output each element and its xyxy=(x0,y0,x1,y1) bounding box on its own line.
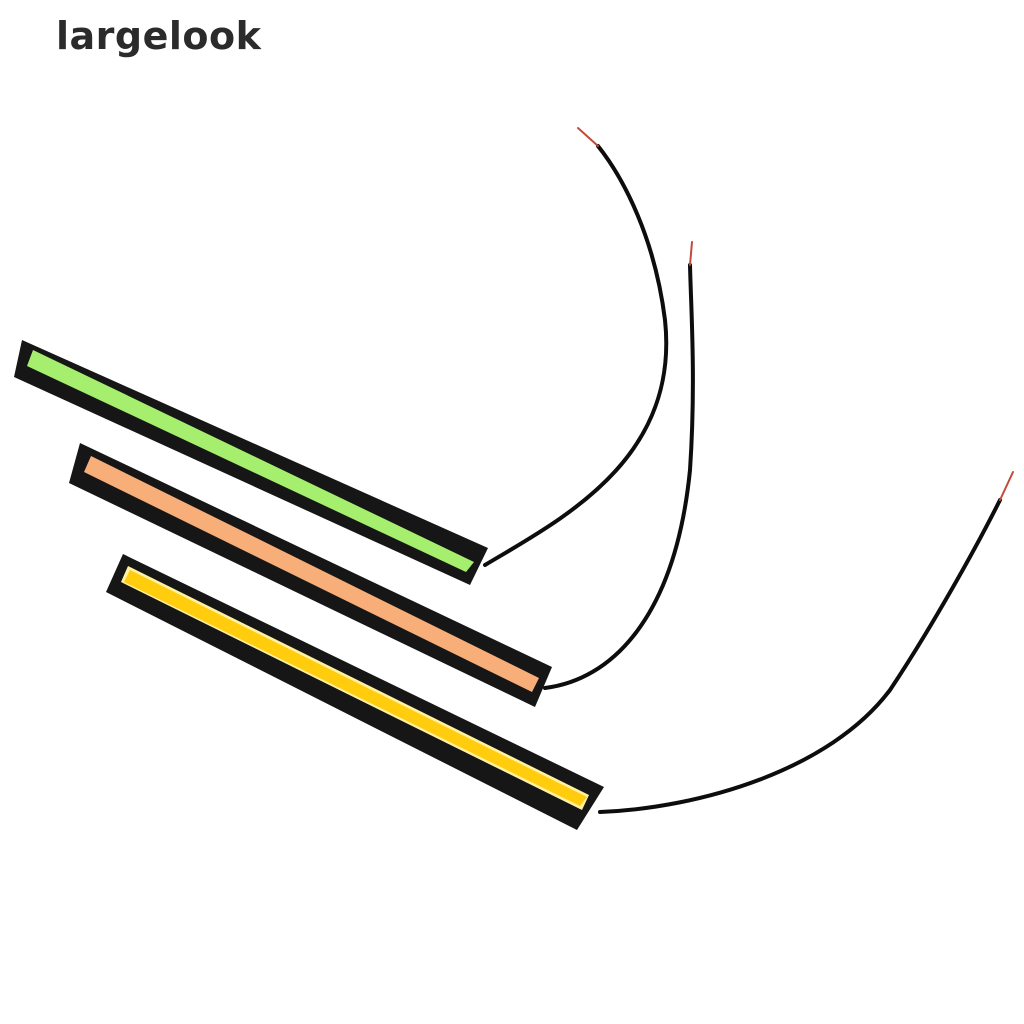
wire-green-tip xyxy=(577,127,599,147)
wire-green xyxy=(483,144,669,567)
wires xyxy=(483,127,1014,814)
led-strip-green xyxy=(14,340,488,585)
brand-watermark: largelook xyxy=(56,14,262,58)
led-strip-yellow xyxy=(106,554,604,830)
led-strip-orange xyxy=(69,443,552,707)
wire-yellow xyxy=(598,498,1002,814)
wire-yellow-tip xyxy=(999,471,1014,501)
wire-orange xyxy=(543,263,695,690)
wire-orange-tip xyxy=(689,241,693,266)
